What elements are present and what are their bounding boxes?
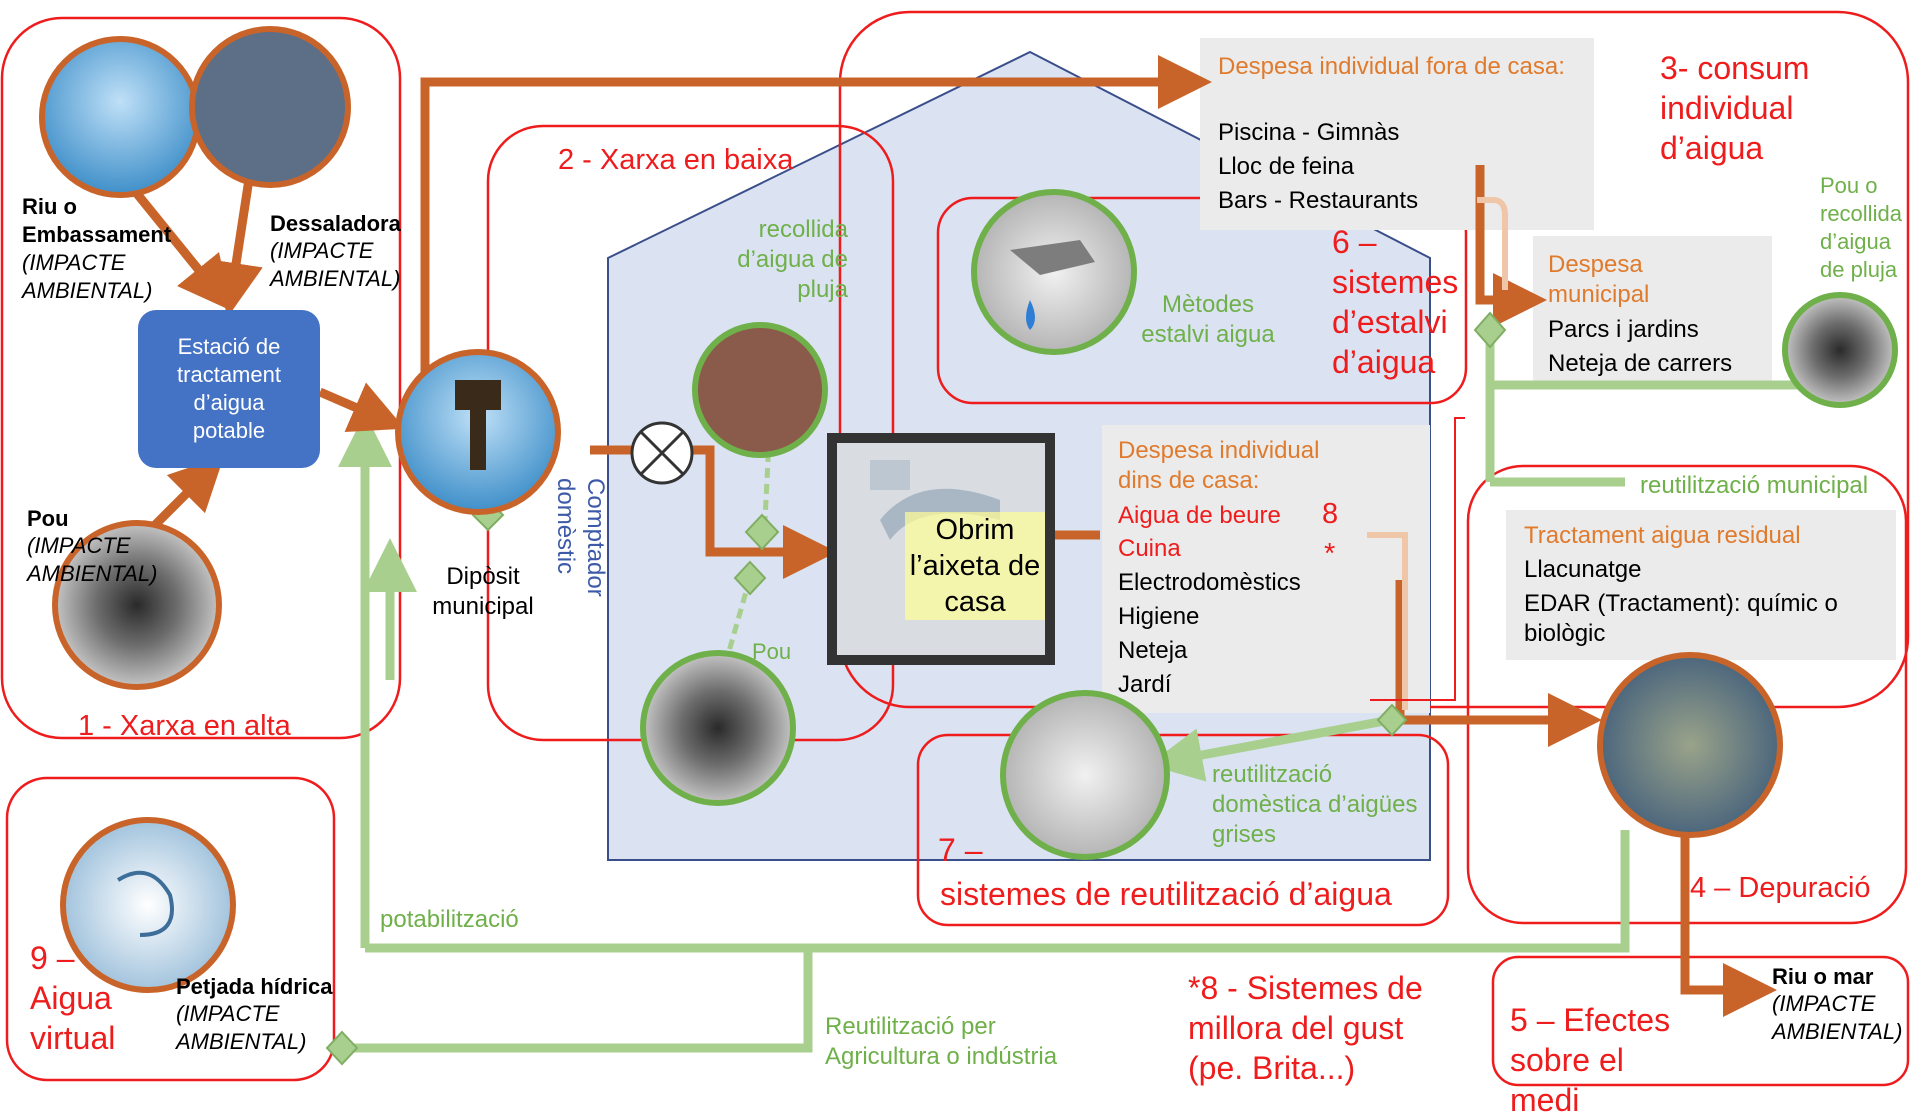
impacte-petjada: (IMPACTE AMBIENTAL) [176,1001,307,1054]
greywater-icon [1000,690,1170,860]
faucet-icon [971,189,1137,355]
tractament-item-1: EDAR (Tractament): químic o biològic [1524,590,1838,647]
box-despesa-dins [1102,425,1430,713]
diamond-municipal [1473,311,1507,349]
diamond-agri [325,1030,359,1066]
fora-connector [1477,197,1508,290]
estacio-label: Estació de tractament d’aigua potable [177,334,281,443]
obrim-label: Obrim l’aixeta de casa [905,512,1045,620]
dessaladora-label: Dessaladora [270,211,401,236]
reutilitzacio-municipal-label: reutilització municipal [1640,472,1869,499]
tractament-title: Tractament aigua residual [1524,522,1801,549]
diposit-label: Dipòsit municipal [432,563,534,620]
petjada-label: Petjada hídrica [176,974,333,999]
title-4: 4 – Depuració [1690,872,1871,904]
reutilitzacio-domestica-label: reutilització domèstica d’aigües grises [1212,761,1418,848]
reservoir-icon [39,36,201,198]
title-5: 5 – Efectes sobre el medi [1510,1002,1671,1118]
potabilitzacio-line [365,830,1630,953]
well-icon-rain [1782,292,1898,408]
pou-recollida-label: Pou o recollida d’aigua de pluja [1820,173,1902,282]
treatment-plant-icon [1597,652,1783,838]
arrow-estacio [318,382,405,433]
estacio-box [138,310,320,468]
frame-9 [5,776,336,1082]
dins-star: * [1324,538,1336,570]
box-tractament [1506,510,1896,660]
pou-green-label: Pou [752,639,792,664]
riu-mar-label: Riu o mar [1772,964,1874,989]
dins-item-beure: Aigua de beure [1118,502,1281,529]
well-icon-green [640,650,796,806]
arrow-top [420,55,1212,380]
well-icon-pou [52,520,222,690]
title-2: 2 - Xarxa en baixa [558,144,794,176]
dins-item-3: Jardí [1118,671,1172,698]
reutilitzacio-agri-label: Reutilització per Agricultura o indústri… [825,1013,1058,1070]
pou-label: Pou [27,506,69,531]
title-6: 6 – sistemes d’estalvi d’aigua [1332,224,1459,380]
impacte-dessaladora: (IMPACTE AMBIENTAL) [270,238,401,291]
arrow-municipal [1475,165,1547,327]
footprint-icon [60,817,236,993]
arrow-riu-mar [1680,820,1777,1017]
metodes-label: Mètodes estalvi aigua [1141,291,1275,348]
despesa-fora-item-2: Bars - Restaurants [1218,187,1419,214]
dins-item-1: Higiene [1118,603,1200,630]
red-thin-connector [1370,417,1465,701]
despesa-dins-title: Despesa individual dins de casa: [1118,437,1320,494]
title-8: *8 - Sistemes de millora del gust (pe. B… [1188,970,1423,1086]
dins-item-2: Neteja [1118,637,1188,664]
frame-1 [0,16,402,740]
meter-icon [630,421,694,485]
despesa-municipal-title: Despesa municipal [1548,251,1650,308]
impacte-riu: (IMPACTE AMBIENTAL) [22,250,153,303]
impacte-riu-mar: (IMPACTE AMBIENTAL) [1772,991,1903,1044]
comptador-label: Comptador domèstic [552,478,609,597]
despesa-municipal-item-1: Neteja de carrers [1548,350,1733,377]
dins-connector [1367,532,1408,710]
rain-gutter-icon [692,322,828,458]
tractament-item-0: Llacunatge [1524,556,1642,583]
despesa-municipal-item-0: Parcs i jardins [1548,316,1699,343]
title-1: 1 - Xarxa en alta [78,710,291,742]
dins-8: 8 [1322,498,1339,530]
potabilitzacio-label: potabilització [380,906,519,933]
title-7b: sistemes de reutilització d’aigua [940,876,1392,912]
desalination-icon [189,26,351,188]
box-despesa-fora [1200,38,1594,230]
impacte-pou: (IMPACTE AMBIENTAL) [27,533,158,586]
diamond-pou [733,560,767,596]
box-despesa-municipal [1533,236,1772,382]
recollida-pluja-label: recollida d’aigua de pluja [737,216,848,303]
diamond-grey [1376,703,1408,737]
dins-item-0: Electrodomèstics [1118,569,1301,596]
title-9: 9 – Aigua virtual [30,940,116,1056]
greywater-line [1148,715,1391,782]
agri-line [342,948,813,1053]
despesa-fora-item-0: Piscina - Gimnàs [1218,119,1400,146]
title-3: 3- consum individual d’aigua [1660,50,1810,166]
diamond-rain [744,513,780,551]
despesa-fora-item-1: Lloc de feina [1218,153,1355,180]
title-7a: 7 – [938,832,983,868]
water-cycle-diagram: 1 - Xarxa en alta 2 - Xarxa en baixa 3- … [0,10,1910,1118]
riu-embassament-label: Riu o Embassament [22,194,172,247]
frame-5 [1491,955,1910,1087]
despesa-fora-title: Despesa individual fora de casa: [1218,53,1565,80]
dins-item-cuina: Cuina [1118,535,1181,562]
diagram-graphics [0,10,1910,1087]
